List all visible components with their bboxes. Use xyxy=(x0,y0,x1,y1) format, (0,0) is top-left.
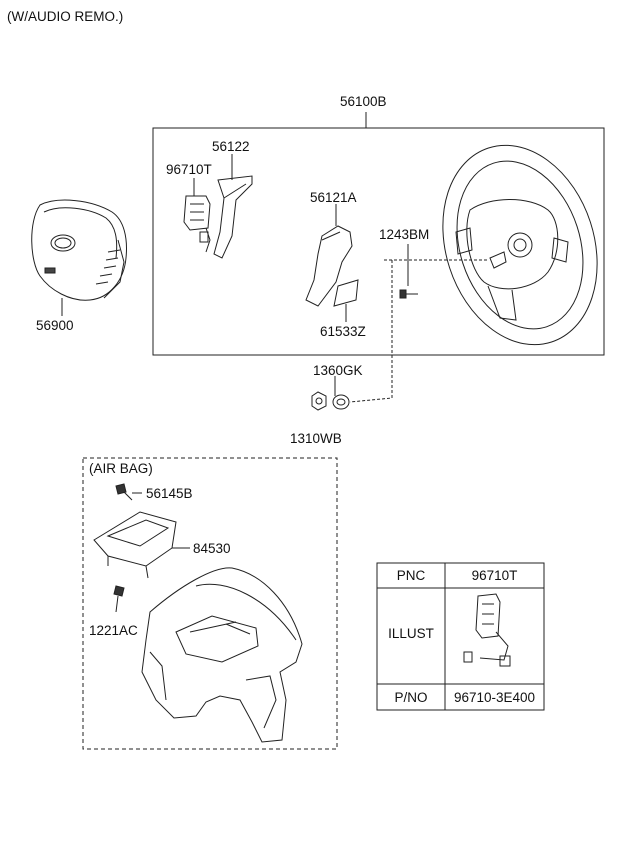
label-56122: 56122 xyxy=(212,139,250,154)
nuts-drawing xyxy=(311,391,350,411)
table-pno-header: P/NO xyxy=(394,690,428,705)
label-56121a: 56121A xyxy=(310,190,357,205)
lower-cover-drawing xyxy=(305,225,353,307)
table-pno-value: 96710-3E400 xyxy=(453,690,536,705)
remote-switch-drawing xyxy=(183,195,211,253)
table-illust-header: ILLUST xyxy=(388,626,434,641)
label-1243bm: 1243BM xyxy=(379,227,430,242)
label-84530: 84530 xyxy=(193,541,231,556)
part-table xyxy=(376,562,545,711)
screw-56145b-drawing xyxy=(115,483,142,501)
small-cover-drawing xyxy=(333,279,359,307)
label-56145b: 56145B xyxy=(146,486,193,501)
driver-airbag-drawing xyxy=(31,199,127,301)
assembly-frame xyxy=(152,127,605,356)
passenger-airbag-drawing xyxy=(93,511,190,579)
label-1310wb: 1310WB xyxy=(290,431,342,446)
label-1360gk: 1360GK xyxy=(313,363,363,378)
upper-cover-drawing xyxy=(213,175,253,259)
label-96710t: 96710T xyxy=(166,162,212,177)
nut-link-dashed xyxy=(349,259,488,403)
page-title: (W/AUDIO REMO.) xyxy=(7,9,124,24)
bolt-1221ac-drawing xyxy=(113,585,125,613)
label-61533z: 61533Z xyxy=(320,324,366,339)
airbag-section-frame xyxy=(82,457,338,750)
label-1221ac: 1221AC xyxy=(89,623,138,638)
table-pnc-value: 96710T xyxy=(471,568,518,583)
table-pnc-header: PNC xyxy=(396,568,426,583)
bolt-1243bm-drawing xyxy=(399,289,418,299)
steering-wheel-drawing xyxy=(442,144,598,346)
dashboard-drawing xyxy=(141,567,303,743)
label-56100b: 56100B xyxy=(340,94,387,109)
label-56900: 56900 xyxy=(36,318,74,333)
airbag-section-title: (AIR BAG) xyxy=(89,461,153,476)
table-illust-drawing xyxy=(463,593,511,667)
